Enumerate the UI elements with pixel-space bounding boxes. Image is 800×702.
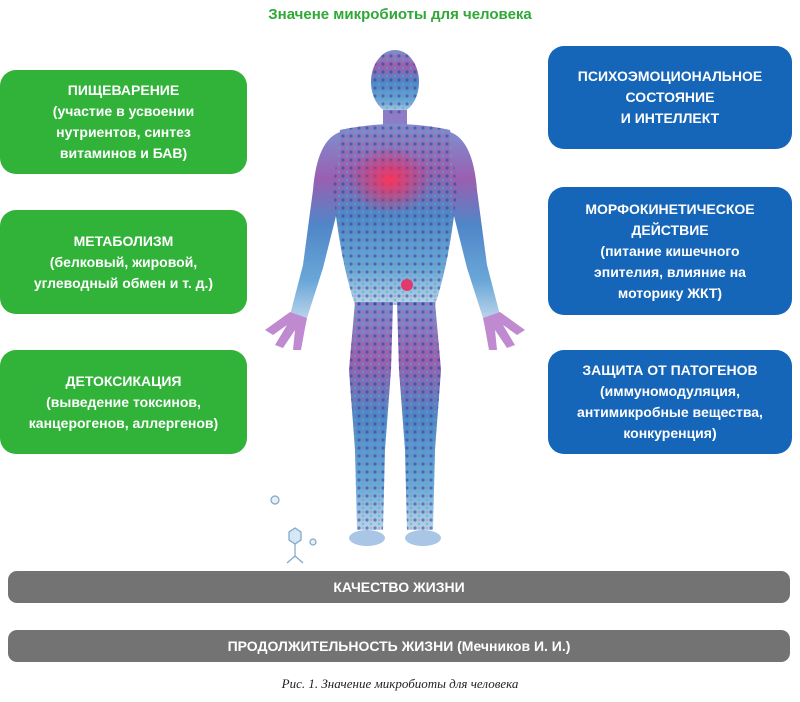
box-metabolism-heading: МЕТАБОЛИЗМ: [73, 232, 174, 249]
box-pathogen-protection: ЗАЩИТА ОТ ПАТОГЕНОВ (иммуномодуляция, ан…: [548, 350, 792, 454]
box-morphokinetic-detail: (питание кишечного эпителия, влияние на …: [594, 242, 746, 301]
body-silhouette: [265, 50, 525, 546]
box-metabolism-detail: (белковый, жировой, углеводный обмен и т…: [33, 253, 214, 291]
box-detox: ДЕТОКСИКАЦИЯ (выведение токсинов, канцер…: [0, 350, 247, 454]
box-digestion-heading: ПИЩЕВАРЕНИЕ: [67, 82, 180, 98]
box-detox-heading: ДЕТОКСИКАЦИЯ: [65, 372, 182, 389]
figure-caption: Рис. 1. Значение микробиоты для человека: [281, 676, 519, 691]
quality-of-life-bar: КАЧЕСТВО ЖИЗНИ: [8, 571, 790, 603]
box-detox-detail: (выведение токсинов, канцерогенов, аллер…: [28, 393, 219, 431]
microbe-cluster-icon: [401, 279, 413, 291]
life-expectancy-bar: ПРОДОЛЖИТЕЛЬНОСТЬ ЖИЗНИ (Мечников И. И.): [8, 630, 790, 662]
bacteriophage-icon: [270, 495, 317, 564]
box-psycho-heading: ПСИХОЭМОЦИОНАЛЬНОЕ СОСТОЯНИЕ И ИНТЕЛЛЕКТ: [577, 68, 763, 126]
box-pathogen-detail: (иммуномодуляция, антимикробные вещества…: [577, 383, 763, 441]
diagram-title: Значене микробиоты для человека: [268, 6, 532, 23]
box-psycho: ПСИХОЭМОЦИОНАЛЬНОЕ СОСТОЯНИЕ И ИНТЕЛЛЕКТ: [548, 46, 792, 149]
box-metabolism: МЕТАБОЛИЗМ (белковый, жировой, углеводны…: [0, 210, 247, 314]
box-pathogen-heading: ЗАЩИТА ОТ ПАТОГЕНОВ: [582, 362, 758, 378]
box-morphokinetic: МОРФОКИНЕТИЧЕСКОЕ ДЕЙСТВИЕ (питание кише…: [548, 187, 792, 315]
human-microbiota-figure: [265, 50, 525, 564]
box-digestion: ПИЩЕВАРЕНИЕ (участие в усвоении нутриент…: [0, 70, 247, 174]
box-digestion-detail: (участие в усвоении нутриентов, синтез в…: [52, 103, 195, 161]
box-morphokinetic-heading: МОРФОКИНЕТИЧЕСКОЕ ДЕЙСТВИЕ: [585, 200, 755, 238]
